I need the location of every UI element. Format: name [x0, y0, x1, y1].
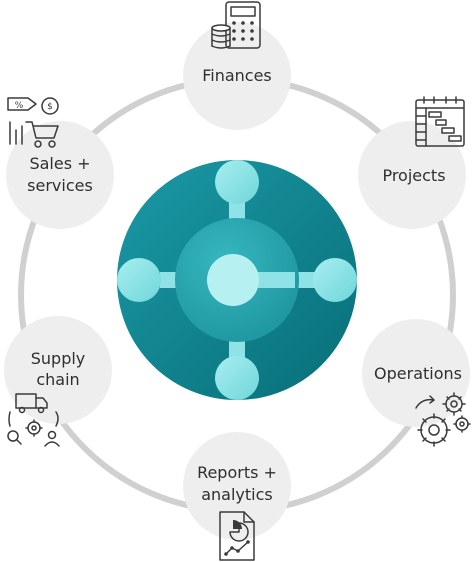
logo-knob-right	[313, 258, 357, 302]
logo-knob-left	[117, 258, 161, 302]
sales-services-label-line2: services	[27, 176, 93, 195]
operations-circle	[362, 319, 470, 427]
report-chart-icon	[219, 511, 255, 561]
gears-icon	[415, 392, 471, 447]
node-supply-chain: Supply chain	[4, 316, 112, 447]
finances-label: Finances	[202, 66, 272, 85]
reports-label-line1: Reports +	[197, 463, 277, 482]
sales-services-label-line1: Sales +	[29, 154, 90, 173]
reports-circle	[183, 432, 291, 540]
logo-knob-top	[215, 160, 259, 204]
calculator-coins-icon	[211, 1, 261, 49]
delivery-truck-icon	[7, 393, 60, 447]
supply-chain-label-line2: chain	[36, 370, 79, 389]
node-sales-services: Sales + services % $	[6, 97, 114, 229]
node-reports: Reports + analytics	[183, 432, 291, 561]
reports-label-line2: analytics	[201, 485, 273, 504]
logo-knob-bottom	[215, 356, 259, 400]
finances-circle	[183, 22, 291, 130]
node-projects: Projects	[358, 96, 466, 229]
node-operations: Operations	[362, 319, 471, 447]
gantt-chart-icon	[415, 96, 465, 147]
operations-label: Operations	[374, 364, 462, 383]
svg-text:$: $	[47, 102, 53, 112]
projects-circle	[358, 121, 466, 229]
logo-center-dot	[207, 254, 259, 306]
shopping-cart-icon: % $	[7, 97, 59, 148]
supply-chain-label-line1: Supply	[31, 349, 86, 368]
node-finances: Finances	[183, 1, 291, 130]
supply-chain-circle	[4, 316, 112, 424]
business-central-logo	[117, 160, 357, 400]
svg-text:%: %	[15, 101, 24, 111]
projects-label: Projects	[382, 166, 445, 185]
sales-services-circle	[6, 121, 114, 229]
